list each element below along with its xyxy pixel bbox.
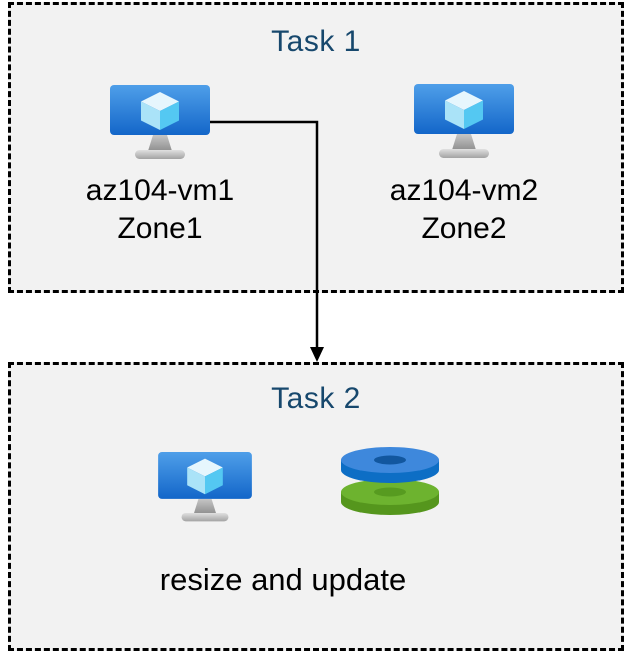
task1-title: Task 1 <box>271 25 361 58</box>
task2-box <box>8 362 624 651</box>
vm2-zone: Zone2 <box>421 212 507 245</box>
vm2-name: az104-vm2 <box>389 174 539 207</box>
virtual-machine-icon <box>158 452 252 522</box>
managed-disks-icon <box>341 447 439 515</box>
virtual-machine-icon <box>110 85 210 159</box>
vm1-name: az104-vm1 <box>85 174 235 207</box>
virtual-machine-icon <box>414 84 514 158</box>
vm1-zone: Zone1 <box>117 212 203 245</box>
vm1-label: az104-vm1 Zone1 <box>35 172 285 248</box>
vm2-label: az104-vm2 Zone2 <box>339 172 589 248</box>
task2-title: Task 2 <box>271 382 361 415</box>
task2-caption: resize and update <box>159 562 407 597</box>
